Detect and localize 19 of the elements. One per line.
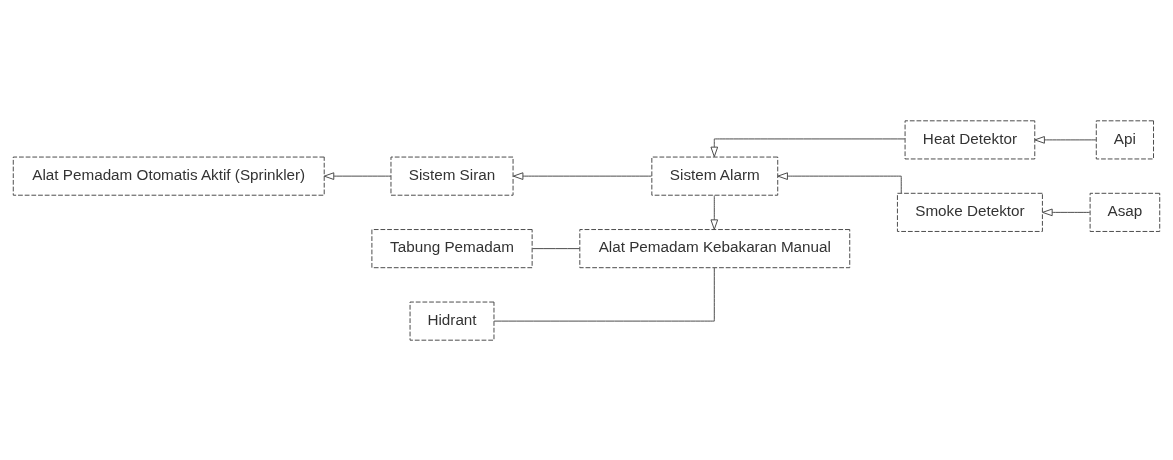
node-box: Heat Detektor: [904, 119, 1036, 159]
node-box: Alat Pemadam Kebakaran Manual: [579, 228, 851, 268]
arrow: [1042, 208, 1091, 216]
node-box: Sistem Siran: [390, 156, 514, 196]
arrow: [1034, 135, 1097, 144]
node-box: Asap: [1089, 192, 1161, 232]
node-box: Alat Pemadam Otomatis Aktif (Sprinkler): [12, 156, 325, 196]
node-box: Hidrant: [409, 301, 495, 341]
connector: [532, 247, 581, 249]
connector: [493, 267, 715, 322]
node-box: Smoke Detektor: [896, 192, 1043, 232]
arrow: [323, 171, 392, 180]
arrow: [710, 137, 906, 157]
arrow: [710, 194, 719, 230]
node-box: Sistem Alarm: [651, 156, 779, 196]
node-box: Api: [1095, 119, 1154, 159]
arrow: [777, 171, 902, 193]
arrow: [512, 171, 652, 180]
node-box: Tabung Pemadam: [371, 228, 533, 268]
